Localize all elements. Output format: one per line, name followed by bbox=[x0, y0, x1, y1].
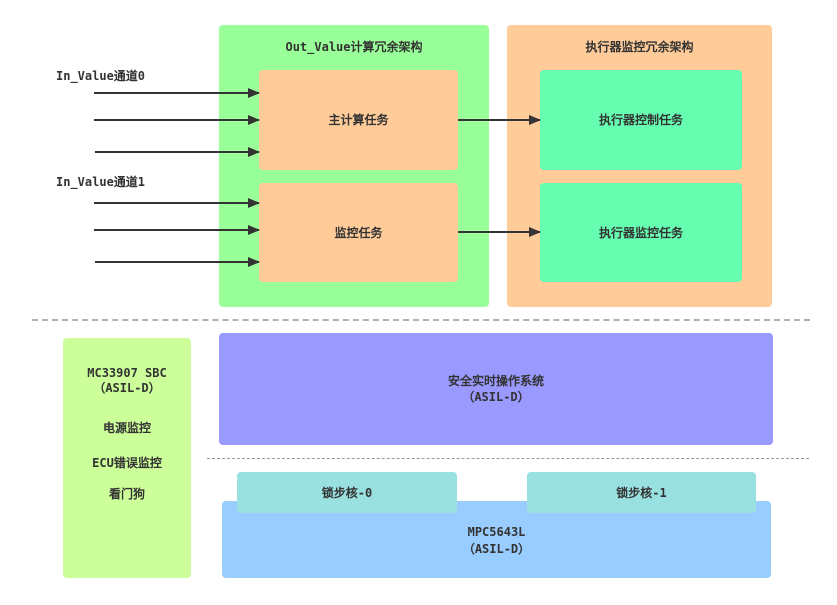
input-channel-1-label: In_Value通道1 bbox=[56, 175, 146, 189]
rtos-box: 安全实时操作系统 （ASIL-D） bbox=[219, 333, 773, 445]
os-hardware-divider bbox=[207, 458, 809, 459]
actuator-control-task-label: 执行器控制任务 bbox=[598, 113, 683, 127]
rtos-asil: （ASIL-D） bbox=[462, 390, 530, 404]
actuator-monitor-task-box: 执行器监控任务 bbox=[540, 183, 742, 282]
lockstep-core-1-label: 锁步核-1 bbox=[616, 485, 667, 500]
input-channel-0-label: In_Value通道0 bbox=[56, 69, 146, 83]
lockstep-core-1: 锁步核-1 bbox=[527, 472, 756, 513]
main-compute-task-label: 主计算任务 bbox=[328, 113, 389, 127]
sbc-function-watchdog: 看门狗 bbox=[108, 487, 145, 501]
layer-divider bbox=[32, 319, 810, 321]
sbc-box bbox=[63, 338, 191, 578]
mcu-name: MPC5643L bbox=[467, 525, 526, 539]
sbc-asil: （ASIL-D） bbox=[93, 381, 161, 395]
sbc-function-ecu-error-monitor: ECU错误监控 bbox=[92, 456, 162, 470]
actuator-monitor-task-label: 执行器监控任务 bbox=[598, 225, 683, 240]
main-compute-task-box: 主计算任务 bbox=[259, 70, 458, 170]
sbc-function-power-monitor: 电源监控 bbox=[102, 421, 151, 435]
sbc-name: MC33907 SBC bbox=[87, 366, 167, 380]
actuator-control-task-box: 执行器控制任务 bbox=[540, 70, 742, 170]
lockstep-core-0: 锁步核-0 bbox=[237, 472, 457, 513]
compute-redundancy-title: Out_Value计算冗余架构 bbox=[285, 40, 423, 54]
mcu-box bbox=[222, 501, 771, 578]
rtos-name: 安全实时操作系统 bbox=[447, 374, 544, 388]
mcu-asil: （ASIL-D） bbox=[462, 542, 531, 556]
lockstep-core-0-label: 锁步核-0 bbox=[321, 485, 373, 500]
monitor-task-label: 监控任务 bbox=[334, 225, 383, 240]
monitor-task-box: 监控任务 bbox=[259, 183, 458, 282]
actuator-redundancy-title: 执行器监控冗余架构 bbox=[585, 40, 694, 54]
